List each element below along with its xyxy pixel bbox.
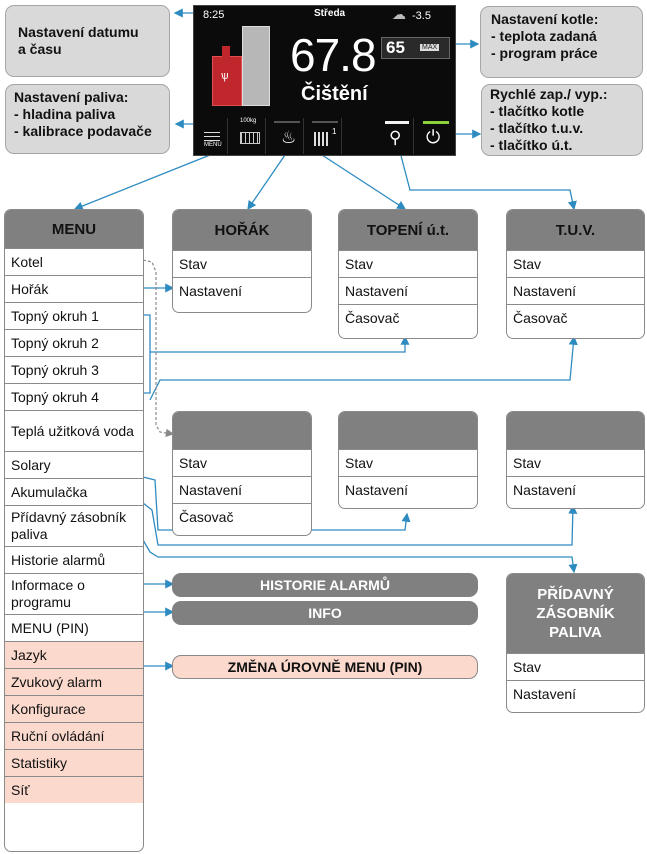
callout-quick-line-2: - tlačítko kotle xyxy=(490,103,585,119)
callout-boiler-line-2: - teplota zadaná xyxy=(491,28,597,44)
panel-accu-sub-row-status[interactable]: Stav xyxy=(507,449,644,476)
menu-item[interactable]: Teplá užitková voda xyxy=(5,410,143,451)
menu-icon[interactable]: MENU xyxy=(198,118,228,154)
callout-boiler-line-1: Nastavení kotle: xyxy=(491,11,599,27)
menu-pin-item[interactable]: Statistiky xyxy=(5,749,143,776)
menu-icon-label: MENU xyxy=(204,142,222,148)
panel-water-sub: Stav Nastavení Časovač xyxy=(172,411,312,536)
controller-screen: 8:25 Středa ☁ -3.5 ѱ 67.8 65 MAX Čištění… xyxy=(193,5,456,156)
panel-accu-sub-title xyxy=(507,412,644,449)
panel-water-sub-row-status[interactable]: Stav xyxy=(173,449,311,476)
fuel-hopper xyxy=(242,26,270,106)
callout-fuel-line-3: - kalibrace podavače xyxy=(14,123,152,139)
menu-item[interactable]: Topný okruh 4 xyxy=(5,383,143,410)
panel-hot-water-row-timer[interactable]: Časovač xyxy=(507,304,644,331)
callout-date-line-1: Nastavení datumu xyxy=(18,24,139,40)
menu-title: MENU xyxy=(5,210,143,248)
menu-item[interactable]: Informace o programu xyxy=(5,573,143,614)
panel-heating-row-status[interactable]: Stav xyxy=(339,250,477,277)
callout-fuel: Nastavení paliva: - hladina paliva - kal… xyxy=(5,84,170,154)
panel-burner-title: HOŘÁK xyxy=(173,210,311,250)
panel-accu-sub: Stav Nastavení xyxy=(506,411,645,509)
panel-accu-sub-row-settings[interactable]: Nastavení xyxy=(507,476,644,503)
boiler-temperature: 67.8 xyxy=(290,29,377,81)
tap-water-icon[interactable]: ⚲ xyxy=(380,118,414,154)
panel-heating: TOPENÍ ú.t. Stav Nastavení Časovač xyxy=(338,209,478,339)
heating-circuit-index: 1 xyxy=(332,127,337,136)
menu-pin-item[interactable]: Konfigurace xyxy=(5,695,143,722)
panel-solar-sub-row-settings[interactable]: Nastavení xyxy=(339,476,477,503)
menu-pin-item[interactable]: Jazyk xyxy=(5,641,143,668)
panel-hot-water: T.U.V. Stav Nastavení Časovač xyxy=(506,209,645,339)
panel-solar-sub: Stav Nastavení xyxy=(338,411,478,509)
panel-hot-water-row-settings[interactable]: Nastavení xyxy=(507,277,644,304)
menu-item[interactable]: Hořák xyxy=(5,275,143,302)
panel-water-sub-row-timer[interactable]: Časovač xyxy=(173,503,311,530)
menu-item[interactable]: Solary xyxy=(5,451,143,478)
pill-info[interactable]: INFO xyxy=(172,601,478,625)
callout-date-line-2: a času xyxy=(18,41,62,57)
callout-boiler-line-3: - program práce xyxy=(491,45,598,61)
callout-date-time: Nastavení datumu a času xyxy=(5,5,170,77)
burner-flame-icon[interactable]: ♨ xyxy=(270,118,304,154)
menu-item[interactable]: Kotel xyxy=(5,248,143,275)
pill-pin-change[interactable]: ZMĚNA ÚROVNĚ MENU (PIN) xyxy=(172,655,478,679)
power-icon[interactable]: ⏻ xyxy=(418,118,454,154)
panel-burner-row-status[interactable]: Stav xyxy=(173,250,311,277)
menu-item[interactable]: Topný okruh 1 xyxy=(5,302,143,329)
menu-pin-item[interactable]: Ruční ovládání xyxy=(5,722,143,749)
panel-hot-water-title: T.U.V. xyxy=(507,210,644,250)
outdoor-temperature: -3.5 xyxy=(412,10,431,22)
callout-quick-line-1: Rychlé zap./ vyp.: xyxy=(490,86,608,102)
panel-burner-row-settings[interactable]: Nastavení xyxy=(173,277,311,304)
callout-fuel-line-2: - hladina paliva xyxy=(14,106,116,122)
clock-time[interactable]: 8:25 xyxy=(203,9,225,21)
menu-pin-item[interactable]: Zvukový alarm xyxy=(5,668,143,695)
pill-alarm-history[interactable]: HISTORIE ALARMŮ xyxy=(172,573,478,597)
boiler-chimney xyxy=(222,46,230,58)
menu-item[interactable]: Topný okruh 3 xyxy=(5,356,143,383)
boiler-flame-icon: ѱ xyxy=(221,70,229,82)
panel-heating-row-settings[interactable]: Nastavení xyxy=(339,277,477,304)
panel-heating-title: TOPENÍ ú.t. xyxy=(339,210,477,250)
menu-pin-item[interactable]: Síť xyxy=(5,776,143,803)
panel-extra-hopper-row-status[interactable]: Stav xyxy=(507,653,644,680)
panel-hot-water-row-status[interactable]: Stav xyxy=(507,250,644,277)
panel-burner: HOŘÁK Stav Nastavení xyxy=(172,209,312,313)
panel-extra-hopper-row-settings[interactable]: Nastavení xyxy=(507,680,644,707)
weather-cloud-icon: ☁ xyxy=(392,6,406,22)
set-temperature-badge: MAX xyxy=(420,44,440,51)
set-temperature-box[interactable]: 65 MAX xyxy=(381,37,450,59)
set-temperature: 65 xyxy=(386,38,405,57)
menu-item[interactable]: Topný okruh 2 xyxy=(5,329,143,356)
callout-quick-line-3: - tlačítko t.u.v. xyxy=(490,120,584,136)
panel-solar-sub-title xyxy=(339,412,477,449)
panel-extra-hopper: PŘÍDAVNÝ ZÁSOBNÍK PALIVA Stav Nastavení xyxy=(506,573,645,713)
boiler-illustration: ѱ xyxy=(212,26,272,106)
panel-water-sub-title xyxy=(173,412,311,449)
panel-extra-hopper-title: PŘÍDAVNÝ ZÁSOBNÍK PALIVA xyxy=(507,574,644,653)
boiler-status: Čištění xyxy=(301,83,368,105)
weekday: Středa xyxy=(314,8,346,19)
menu-item[interactable]: Přídavný zásobník paliva xyxy=(5,505,143,546)
callout-quick: Rychlé zap./ vyp.: - tlačítko kotle - tl… xyxy=(481,84,643,156)
menu-item[interactable]: Historie alarmů xyxy=(5,546,143,573)
panel-solar-sub-row-status[interactable]: Stav xyxy=(339,449,477,476)
callout-fuel-line-1: Nastavení paliva: xyxy=(14,89,129,105)
power-indicator xyxy=(423,121,449,124)
menu-item[interactable]: MENU (PIN) xyxy=(5,614,143,641)
menu-item[interactable]: Akumulačka xyxy=(5,478,143,505)
panel-water-sub-row-settings[interactable]: Nastavení xyxy=(173,476,311,503)
radiator-icon[interactable]: 1 xyxy=(308,118,342,154)
panel-heating-row-timer[interactable]: Časovač xyxy=(339,304,477,331)
callout-boiler: Nastavení kotle: - teplota zadaná - prog… xyxy=(480,6,643,78)
screen-icon-bar: MENU 100kg ♨ 1 ⚲ ⏻ xyxy=(194,116,457,157)
callout-quick-line-4: - tlačítko ú.t. xyxy=(490,137,573,153)
fuel-level-icon[interactable]: 100kg xyxy=(232,118,266,154)
fuel-level: 100kg xyxy=(240,118,257,124)
kotel-dashed-link xyxy=(142,259,175,438)
